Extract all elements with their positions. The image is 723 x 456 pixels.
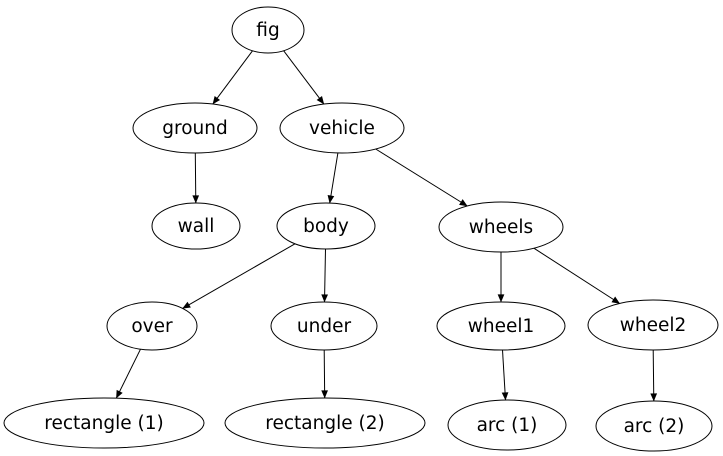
node-ellipse-ground	[132, 102, 258, 154]
node-label-wheel2: wheel2	[620, 315, 687, 336]
node-label-ground: ground	[162, 118, 227, 139]
node-wheels: wheels	[438, 201, 564, 253]
node-rectangle1: rectangle (1)	[3, 397, 205, 449]
node-rectangle2: rectangle (2)	[224, 397, 426, 449]
node-wheel2: wheel2	[587, 299, 719, 351]
node-ellipse-under	[270, 301, 378, 351]
node-label-over: over	[131, 316, 173, 337]
edge-over-to-rectangle1	[115, 348, 141, 399]
node-ellipse-rectangle2	[224, 397, 426, 449]
node-ellipse-wheel2	[587, 299, 719, 351]
edge-body-to-under	[321, 248, 329, 303]
nodes-layer: fig ground vehicle wall body wheels over under w…	[3, 6, 719, 452]
node-fig: fig	[231, 6, 305, 54]
node-label-arc1: arc (1)	[477, 415, 538, 436]
node-ellipse-arc2	[595, 400, 713, 452]
node-over: over	[106, 301, 198, 351]
node-under: under	[270, 301, 378, 351]
node-ellipse-arc1	[447, 399, 567, 451]
edge-wheel2-to-arc2	[650, 349, 658, 402]
node-body: body	[276, 202, 376, 250]
node-label-wall: wall	[178, 216, 215, 237]
edge-fig-to-ground	[212, 50, 253, 105]
node-ellipse-wheel1	[436, 301, 566, 351]
node-wheel1: wheel1	[436, 301, 566, 351]
node-label-rectangle1: rectangle (1)	[44, 413, 163, 434]
node-vehicle: vehicle	[279, 102, 405, 154]
node-label-wheel1: wheel1	[468, 316, 535, 337]
node-ellipse-fig	[231, 6, 305, 54]
node-arc2: arc (2)	[595, 400, 713, 452]
node-label-fig: fig	[256, 20, 279, 41]
node-label-arc2: arc (2)	[624, 416, 685, 437]
node-arc1: arc (1)	[447, 399, 567, 451]
node-ellipse-vehicle	[279, 102, 405, 154]
edge-wheel1-to-arc1	[501, 349, 509, 401]
node-label-vehicle: vehicle	[309, 118, 375, 139]
edge-under-to-rectangle2	[321, 349, 328, 399]
node-ellipse-body	[276, 202, 376, 250]
edge-body-to-over	[182, 243, 296, 309]
node-wall: wall	[151, 202, 241, 250]
node-ellipse-over	[106, 301, 198, 351]
node-ellipse-wheels	[438, 201, 564, 253]
edges-layer	[115, 50, 658, 402]
node-label-rectangle2: rectangle (2)	[265, 413, 384, 434]
node-label-under: under	[297, 316, 352, 337]
node-ellipse-rectangle1	[3, 397, 205, 449]
edge-wheels-to-wheel2	[533, 247, 621, 304]
edge-vehicle-to-body	[327, 152, 339, 204]
node-label-body: body	[303, 216, 349, 237]
node-ground: ground	[132, 102, 258, 154]
edge-vehicle-to-wheels	[375, 148, 468, 207]
node-ellipse-wall	[151, 202, 241, 250]
edge-ground-to-wall	[192, 152, 200, 204]
edge-fig-to-vehicle	[283, 50, 325, 105]
node-label-wheels: wheels	[469, 217, 533, 238]
